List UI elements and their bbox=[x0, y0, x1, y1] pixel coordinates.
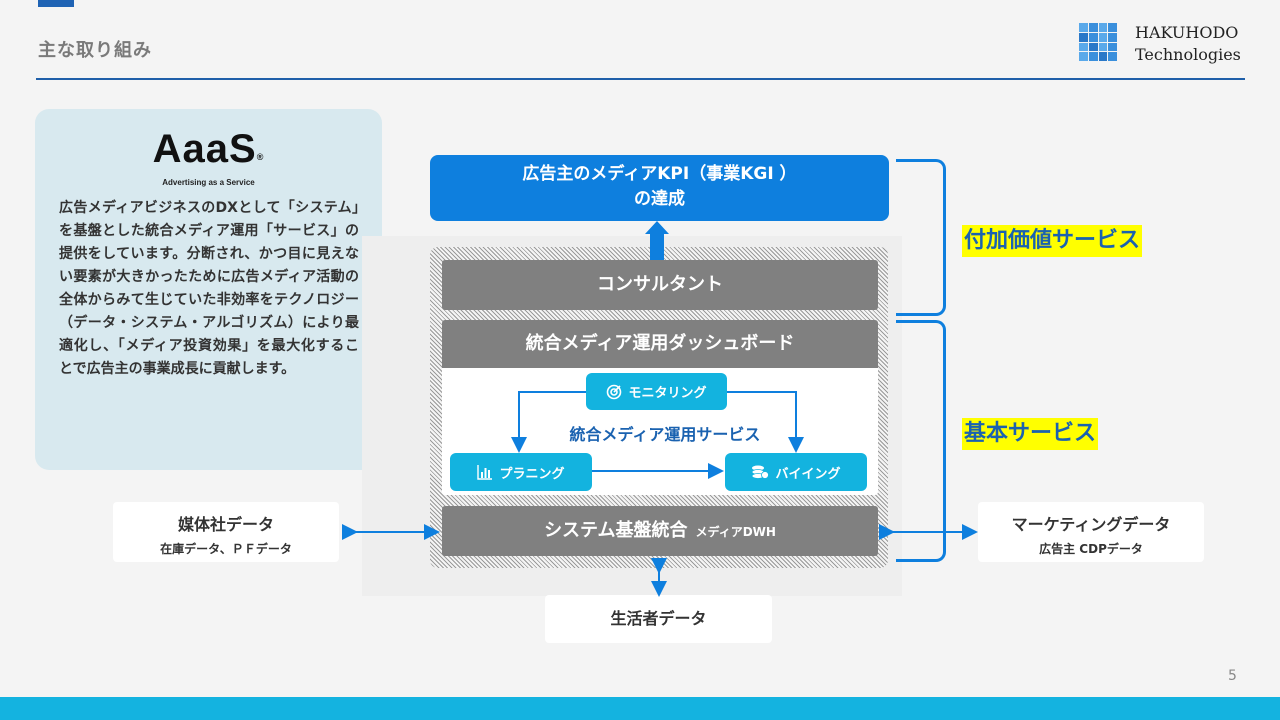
aaas-logo-subtitle: Advertising as a Service bbox=[162, 178, 255, 187]
media-data-sub: 在庫データ、ＰＦデータ bbox=[160, 542, 292, 556]
marketing-data-sub: 広告主 CDPデータ bbox=[1039, 542, 1143, 556]
footer-bar bbox=[0, 697, 1280, 720]
service-label: 統合メディア運用サービス bbox=[569, 425, 761, 444]
kpi-up-arrow bbox=[645, 221, 669, 260]
consumer-data-title: 生活者データ bbox=[610, 609, 707, 628]
system-main-label: システム基盤統合 bbox=[544, 520, 688, 541]
bar-chart-icon bbox=[477, 465, 493, 480]
system-sub-label: メディアDWH bbox=[695, 525, 776, 539]
buying-label: バイイング bbox=[775, 466, 841, 482]
aaas-panel: AaaS® Advertising as a Service 広告メディアビジネ… bbox=[35, 109, 382, 470]
consultant-bar: コンサルタント bbox=[442, 260, 878, 310]
dashboard-title: 統合メディア運用ダッシュボード bbox=[442, 320, 878, 368]
kpi-line-2: の達成 bbox=[634, 189, 685, 209]
monitoring-label: モニタリング bbox=[628, 386, 707, 401]
kpi-line-1: 広告主のメディアKPI（事業KGI ） bbox=[522, 164, 797, 184]
target-icon bbox=[607, 384, 622, 399]
system-integration-bar: システム基盤統合メディアDWH bbox=[442, 506, 878, 556]
consumer-data-box: 生活者データ bbox=[545, 595, 772, 643]
buying-pill: バイイング bbox=[725, 453, 867, 491]
media-data-box: 媒体社データ 在庫データ、ＰＦデータ bbox=[113, 502, 339, 562]
value-added-bracket bbox=[896, 159, 946, 316]
planning-pill: プラニング bbox=[450, 453, 592, 491]
aaas-description: 広告メディアビジネスのDXとして「システム」を基盤とした統合メディア運用「サービ… bbox=[59, 200, 359, 377]
monitoring-to-buying-arrow bbox=[727, 391, 804, 453]
coins-icon bbox=[752, 465, 770, 479]
basic-service-label: 基本サービス bbox=[962, 418, 1099, 450]
slide-title: 主な取り組み bbox=[38, 40, 152, 61]
page-number: 5 bbox=[1228, 668, 1237, 684]
kpi-goal-box: 広告主のメディアKPI（事業KGI ） の達成 bbox=[430, 155, 889, 221]
value-added-service-label: 付加価値サービス bbox=[962, 225, 1143, 257]
planning-label: プラニング bbox=[499, 466, 565, 482]
marketing-data-title: マーケティングデータ bbox=[1011, 515, 1171, 534]
media-data-title: 媒体社データ bbox=[177, 515, 274, 534]
aaas-logo: AaaS® Advertising as a Service bbox=[35, 129, 382, 187]
title-divider bbox=[36, 78, 1245, 80]
monitoring-to-planning-arrow bbox=[511, 391, 586, 453]
basic-service-bracket bbox=[896, 320, 946, 562]
aaas-logo-word: AaaS bbox=[152, 127, 257, 171]
company-logo-text: HAKUHODO Technologies bbox=[1135, 22, 1241, 66]
logo-line-1: HAKUHODO bbox=[1135, 23, 1239, 42]
hakuhodo-logo-icon bbox=[1079, 23, 1117, 61]
marketing-data-box: マーケティングデータ 広告主 CDPデータ bbox=[978, 502, 1204, 562]
logo-line-2: Technologies bbox=[1135, 45, 1241, 64]
registered-icon: ® bbox=[256, 152, 265, 162]
top-accent-tab bbox=[38, 0, 74, 7]
monitoring-pill: モニタリング bbox=[586, 373, 727, 410]
